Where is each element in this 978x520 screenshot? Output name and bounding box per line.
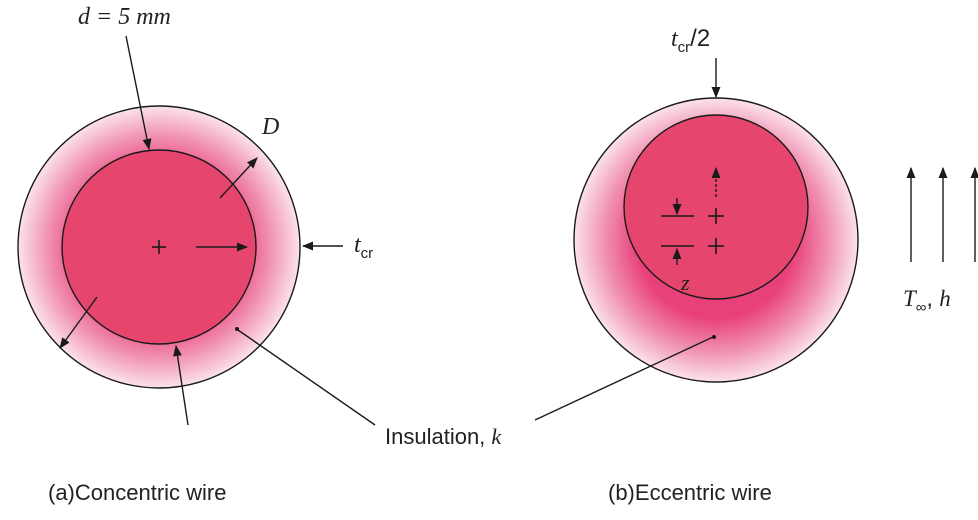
outer-diameter-label: D: [261, 114, 279, 140]
offset-dimension: [661, 198, 694, 265]
insulation-leader-b: [534, 336, 714, 421]
thickness-label: tcr: [354, 232, 373, 262]
flow-condition-label: T∞, h: [903, 285, 951, 316]
half-thickness-label: tcr/2: [671, 25, 710, 56]
wire-diameter-arrow-top: [125, 35, 152, 151]
outer-diameter-arrow-lower: [59, 296, 98, 349]
eccentric-wire-diagram: tcr/2 z (b)Eccentric wire: [573, 25, 859, 505]
insulation-label: Insulation, k: [385, 424, 502, 449]
wire-core-b: [623, 114, 809, 300]
flow-arrows: [906, 166, 978, 262]
center-cross-a: [152, 240, 166, 254]
concentric-wire-diagram: d = 5 mm D tcr (a)Concentric wire: [17, 4, 373, 505]
caption-b: (b)Eccentric wire: [608, 480, 772, 505]
insulation-leader-a: [237, 329, 376, 426]
wire-center-cross: [708, 208, 724, 224]
wire-diameter-label: d = 5 mm: [78, 4, 171, 30]
caption-a: (a)Concentric wire: [48, 480, 227, 505]
outer-diameter-arrow-upper: [219, 157, 258, 199]
offset-label: z: [680, 270, 690, 295]
insulation-center-cross: [708, 238, 724, 254]
insulation-callout: Insulation, k: [235, 327, 716, 449]
wire-diameter-arrow-bottom: [173, 344, 189, 426]
